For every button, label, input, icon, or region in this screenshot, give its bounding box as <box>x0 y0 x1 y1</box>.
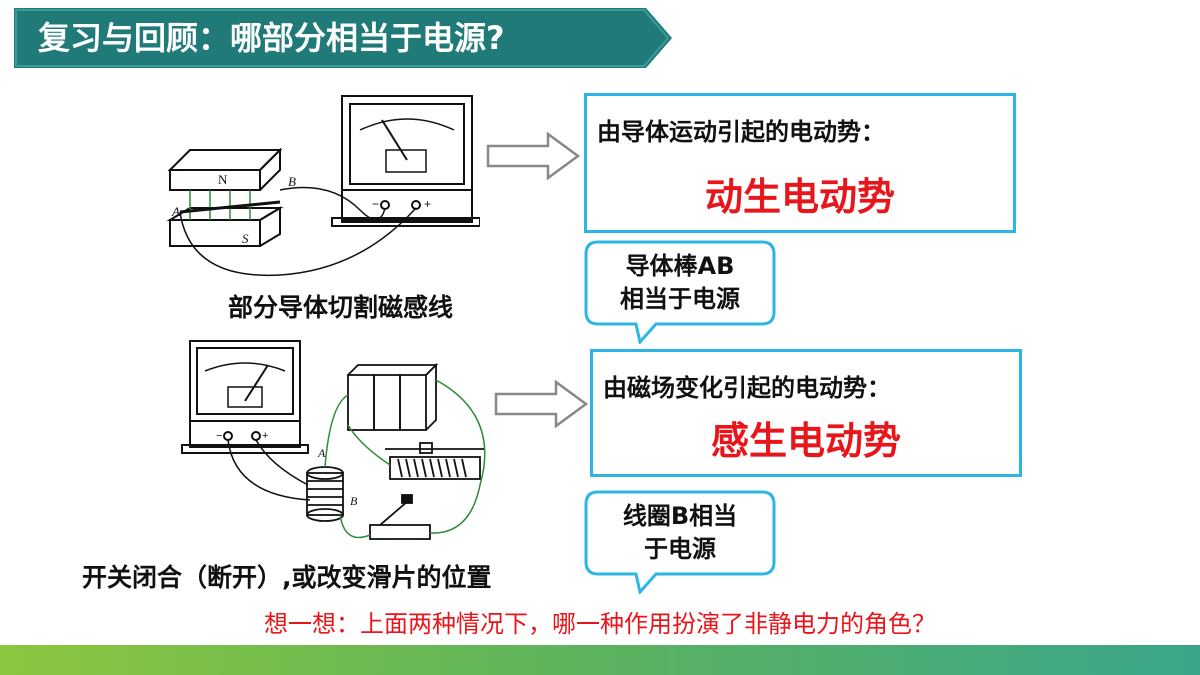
label-b: B <box>288 174 296 189</box>
caption-2: 开关闭合（断开）,或改变滑片的位置 <box>82 563 492 592</box>
callout-conductor-ab-line1: 导体棒AB <box>625 252 735 280</box>
magnet-galvanometer-figure: − + N S A B <box>166 95 480 277</box>
callout-conductor-ab: 导体棒AB 相当于电源 <box>584 240 776 344</box>
arrow-right-icon <box>494 380 588 428</box>
plus-label-1: + <box>424 197 431 211</box>
black-wires <box>227 439 311 501</box>
label-s: S <box>242 231 249 246</box>
induced-emf-box: 由磁场变化引起的电动势： 感生电动势 <box>590 349 1022 477</box>
battery <box>347 362 439 431</box>
magnet <box>166 147 284 247</box>
wire-b <box>279 186 386 221</box>
footer-bar <box>0 645 1200 675</box>
motional-emf-box: 由导体运动引起的电动势： 动生电动势 <box>584 93 1016 233</box>
caption-1: 部分导体切割磁感线 <box>228 293 454 322</box>
minus-label-2: − <box>216 430 222 442</box>
page-title: 复习与回顾：哪部分相当于电源? <box>38 19 505 57</box>
coil-b <box>306 466 344 522</box>
galvanometer-1 <box>331 95 480 227</box>
galvanometer-2 <box>181 340 309 454</box>
callout-coil-b: 线圈B相当 于电源 <box>584 490 776 594</box>
label-n: N <box>218 172 228 187</box>
induced-emf-term: 感生电动势 <box>710 419 901 463</box>
wire-a <box>179 207 417 277</box>
title-banner: 复习与回顾：哪部分相当于电源? <box>14 8 674 68</box>
title-banner-shape <box>14 8 672 68</box>
arrow-right-icon <box>486 132 580 180</box>
motional-emf-term: 动生电动势 <box>704 175 895 219</box>
green-wires <box>324 379 486 539</box>
motional-emf-heading: 由导体运动引起的电动势： <box>597 118 885 146</box>
induction-circuit-figure: − + A B <box>181 340 486 540</box>
label-a: A <box>171 204 180 219</box>
conductor-rod <box>179 200 281 214</box>
switch <box>369 494 431 540</box>
induced-emf-heading: 由磁场变化引起的电动势： <box>603 374 891 402</box>
minus-label-1: − <box>372 197 379 211</box>
label-a-2: A <box>317 446 326 460</box>
label-b-2: B <box>350 494 358 508</box>
think-question: 想一想：上面两种情况下，哪一种作用扮演了非静电力的角色？ <box>264 610 936 638</box>
plus-label-2: + <box>262 430 268 442</box>
callout-coil-b-line2: 于电源 <box>644 535 716 563</box>
callout-conductor-ab-line2: 相当于电源 <box>620 285 740 313</box>
callout-coil-b-line1: 线圈B相当 <box>622 502 738 530</box>
rheostat <box>385 442 485 480</box>
